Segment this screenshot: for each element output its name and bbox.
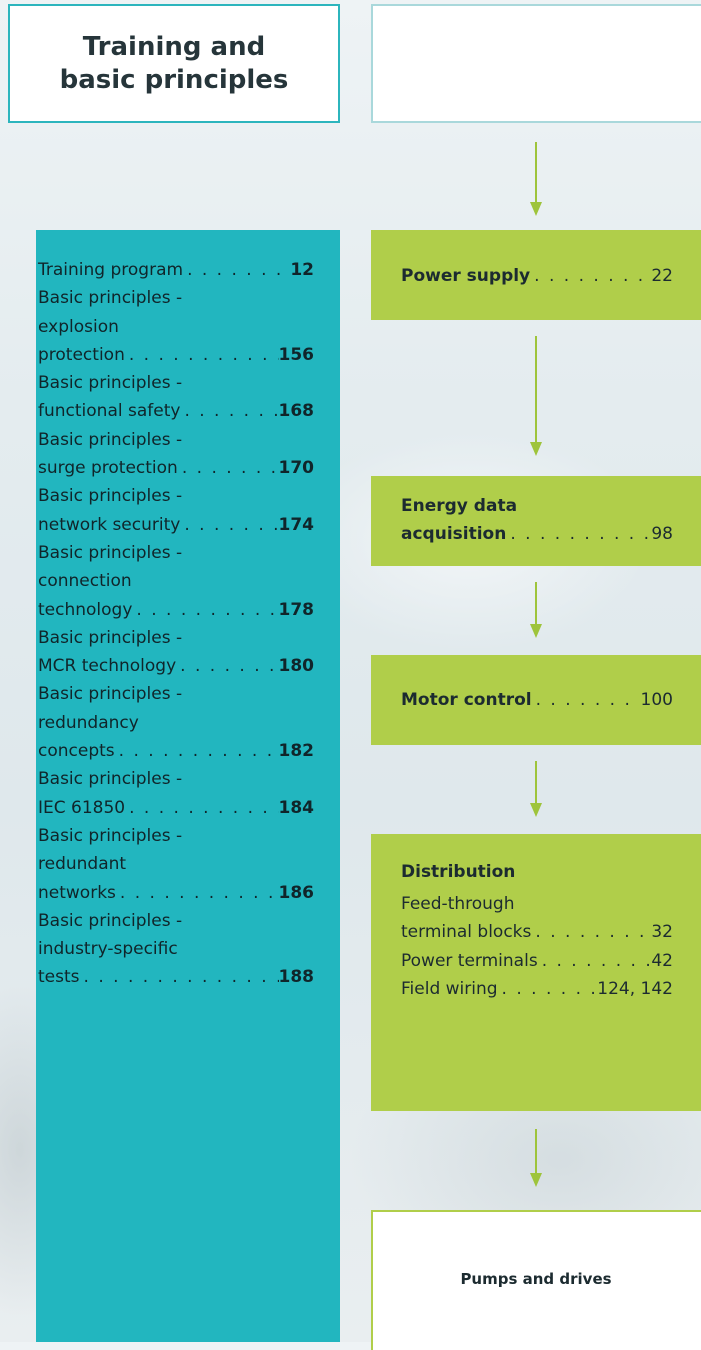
- training-entry-text: Basic principles -: [38, 825, 183, 846]
- training-entry-text: functional safety: [38, 401, 181, 422]
- motor-control-entry: Motor control . . . . . . . . . . . . . …: [401, 686, 673, 714]
- flow-arrow: [530, 761, 542, 817]
- training-entry-text: Basic principles -: [38, 288, 183, 309]
- training-entry-text: Basic principles -: [38, 429, 183, 450]
- training-entry-text: protection: [38, 344, 125, 365]
- training-entry-text: industry-specific: [38, 939, 178, 960]
- training-entry-text: Basic principles -: [38, 486, 183, 507]
- page-number: 98: [651, 524, 673, 545]
- energy-data-entry: Energy data acquisition . . . . . . . . …: [401, 492, 673, 549]
- page-number: 170: [278, 458, 315, 479]
- page-number: 174: [278, 514, 315, 535]
- section-header-right: [371, 4, 701, 123]
- training-entry: Basic principles -MCR technology. . . . …: [38, 624, 314, 681]
- distribution-entry-text: Field wiring: [401, 978, 498, 999]
- energy-data-box: [371, 476, 701, 566]
- flow-arrow: [530, 582, 542, 638]
- section-title: Training and basic principles: [59, 31, 289, 95]
- training-list: Training program. . . . . . . . . . . . …: [38, 256, 314, 992]
- power-supply-entry: Power supply . . . . . . . . . . . . . .…: [401, 262, 673, 290]
- page-number: 186: [278, 882, 315, 903]
- distribution-title: Distribution: [401, 862, 516, 882]
- training-entry-text: connection: [38, 571, 132, 592]
- page-number: 22: [651, 266, 673, 286]
- motor-control-box: [371, 655, 701, 745]
- training-entry: Basic principles - industry-specific tests…: [38, 907, 314, 992]
- training-entry-text: Basic principles -: [38, 627, 183, 648]
- page-number: 178: [278, 599, 315, 620]
- power-supply-box: [371, 230, 701, 320]
- training-panel: [36, 230, 340, 1342]
- page-number: 188: [278, 967, 315, 988]
- flow-arrow: [530, 142, 542, 216]
- training-entry-text: IEC 61850: [38, 797, 126, 818]
- training-entry-text: explosion: [38, 316, 119, 337]
- flow-arrow: [530, 1129, 542, 1187]
- training-entry-text: networks: [38, 882, 116, 903]
- training-entry-text: redundancy: [38, 712, 139, 733]
- training-entry-text: technology: [38, 599, 133, 620]
- page-number: 168: [278, 401, 315, 422]
- pumps-box: [371, 1210, 701, 1350]
- page-number: 156: [278, 344, 315, 365]
- training-entry-text: Basic principles -: [38, 542, 183, 563]
- training-entry-text: network security: [38, 514, 181, 535]
- distribution-box: [371, 834, 701, 1111]
- training-entry-text: Basic principles -: [38, 373, 183, 394]
- training-entry-text: Basic principles -: [38, 910, 183, 931]
- flow-arrow: [530, 336, 542, 456]
- distribution-entry: Power terminals. . . . . . . . . . . . .…: [401, 947, 673, 975]
- section-header-left: Training and basic principles: [8, 4, 340, 123]
- training-entry-text: tests: [38, 967, 80, 988]
- page-number: 100: [640, 690, 673, 710]
- page-number: 184: [278, 797, 315, 818]
- distribution-entry-text: Power terminals: [401, 950, 538, 971]
- training-entry: Basic principles -IEC 61850. . . . . . .…: [38, 765, 314, 822]
- training-entry-text: Training program: [38, 260, 184, 280]
- page-number: 12: [290, 260, 314, 280]
- training-entry: Basic principles -functional safety. . .…: [38, 369, 314, 426]
- training-entry: Basic principles -surge protection. . . …: [38, 426, 314, 483]
- training-entry-text: surge protection: [38, 458, 178, 479]
- pumps-title: Pumps and drives: [460, 1270, 612, 1288]
- distribution-entry-text: Feed-through: [401, 894, 515, 914]
- training-entry-text: redundant: [38, 854, 127, 875]
- training-entry-text: concepts: [38, 741, 115, 762]
- distribution-entry: Field wiring. . . . . . . . . . . . . . …: [401, 975, 673, 1003]
- training-entry: Training program. . . . . . . . . . . . …: [38, 256, 314, 284]
- training-entry-text: Basic principles -: [38, 684, 183, 705]
- distribution-entry-text: terminal blocks: [401, 922, 532, 943]
- training-entry: Basic principles -network security. . . …: [38, 482, 314, 539]
- training-entry-text: Basic principles -: [38, 769, 183, 790]
- page-number: 182: [278, 741, 315, 762]
- page-number: 180: [278, 656, 315, 677]
- page-number: 124, 142: [597, 978, 673, 999]
- page-number: 42: [651, 950, 673, 971]
- page-number: 32: [651, 922, 673, 943]
- training-entry-text: MCR technology: [38, 656, 177, 677]
